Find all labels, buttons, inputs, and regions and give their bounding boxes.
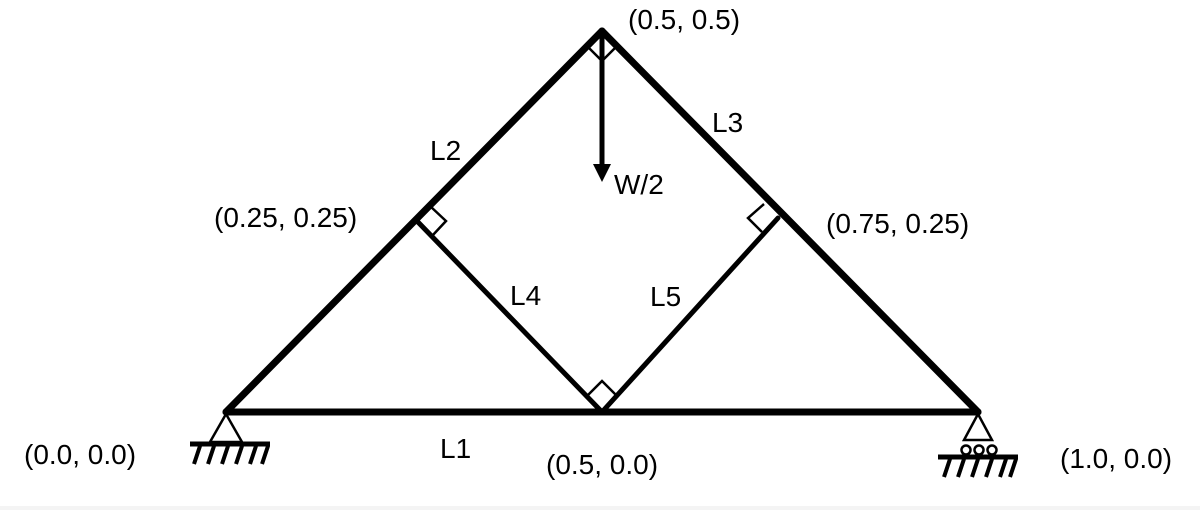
node-label-right-mid: (0.75, 0.25) <box>826 208 969 239</box>
roller-wheel <box>973 444 985 456</box>
load-arrow-head <box>593 164 611 182</box>
right-angle-marker-bottom-mid <box>586 379 618 397</box>
bottom-border <box>0 506 1200 510</box>
pin-support-triangle <box>207 411 245 444</box>
node-label-left-mid: (0.25, 0.25) <box>214 202 357 233</box>
node-label-apex: (0.5, 0.5) <box>628 4 740 35</box>
member-l4-left-web <box>413 217 605 415</box>
roller-support-hatch <box>942 458 1018 478</box>
member-l3-right-rafter <box>598 27 982 416</box>
load-arrow <box>593 31 611 182</box>
right-angle-marker-left-mid <box>429 205 448 237</box>
node-label-right-support: (1.0, 0.0) <box>1060 443 1172 474</box>
member-label-l3: L3 <box>712 107 743 138</box>
member-l5-right-web <box>599 215 781 415</box>
pin-support-hatch <box>192 445 270 465</box>
node-label-bottom-mid: (0.5, 0.0) <box>546 449 658 480</box>
roller-wheel <box>960 444 972 456</box>
member-label-l5: L5 <box>650 281 681 312</box>
right-angle-markers <box>429 45 765 397</box>
member-label-l4: L4 <box>510 280 541 311</box>
roller-support-icon <box>938 411 1018 478</box>
node-label-left-support: (0.0, 0.0) <box>24 439 136 470</box>
roller-wheel <box>986 444 998 456</box>
load-label: W/2 <box>614 169 664 200</box>
member-label-l1: L1 <box>440 433 471 464</box>
pin-support-icon <box>190 411 270 465</box>
truss-members <box>222 27 982 416</box>
roller-support-triangle <box>961 411 995 442</box>
right-angle-marker-right-mid <box>746 203 765 233</box>
member-label-l2: L2 <box>430 135 461 166</box>
